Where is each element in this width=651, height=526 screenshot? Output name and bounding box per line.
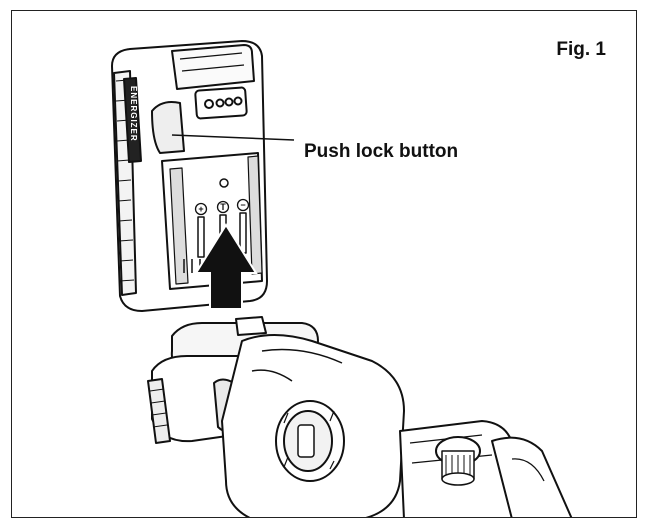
charge-led-icon: [215, 98, 225, 108]
callout-leader-line: [171, 134, 295, 141]
brand-band: [123, 77, 142, 163]
terminal-plus-label: +: [198, 204, 203, 214]
figure-frame: + T − ENERGIZER: [11, 10, 637, 518]
terminal-minus-icon: [236, 198, 250, 212]
terminal-minus-label: −: [240, 200, 245, 210]
figure-number: Fig. 1: [556, 39, 606, 60]
charge-led-icon: [204, 99, 214, 109]
battery-pack: [111, 40, 268, 312]
terminal-symbols: [194, 198, 250, 216]
battery-install-illustration: + T − ENERGIZER: [111, 40, 573, 517]
push-lock-button: [151, 101, 185, 154]
charge-led-icon: [233, 96, 243, 106]
tool-body: [147, 316, 573, 517]
terminal-t-icon: [216, 200, 230, 214]
terminal-plus-icon: [194, 202, 208, 216]
terminal-t-label: T: [220, 202, 226, 212]
battery-brand-text: ENERGIZER: [129, 86, 138, 142]
charge-led-icon: [224, 97, 234, 107]
push-lock-button-callout: Push lock button: [304, 141, 459, 162]
insert-direction-arrow-icon: [194, 223, 258, 310]
